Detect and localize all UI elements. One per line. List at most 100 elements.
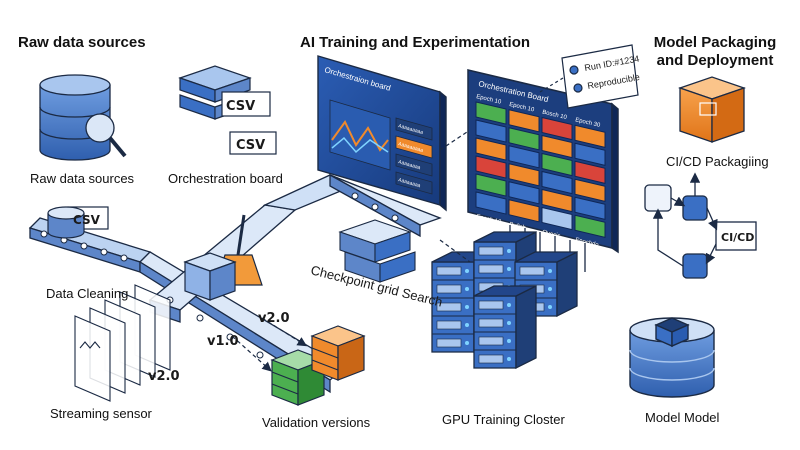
- board-cell: [541, 152, 573, 177]
- gpu-unit-slot: [436, 338, 462, 348]
- board-footer-label: Bv0ch: [509, 222, 527, 232]
- csv-tag-3: CSV: [73, 213, 101, 227]
- board-cell: [541, 206, 573, 231]
- caption-raw-sources: Raw data sources: [30, 171, 135, 186]
- heading-raw-data: Raw data sources: [18, 34, 146, 51]
- cicd-flow: [644, 172, 757, 279]
- board-cell: [541, 170, 573, 195]
- gpu-rack-side: [515, 284, 537, 370]
- gpu-status-led: [507, 303, 511, 307]
- gpu-unit-slot: [436, 302, 462, 312]
- gpu-cluster: [431, 230, 578, 370]
- board-cell: [475, 173, 507, 197]
- gpu-unit-slot: [478, 246, 504, 256]
- heading-training: AI Training and Experimentation: [300, 34, 531, 51]
- csv-tag-1: CSV: [226, 99, 255, 114]
- version-v2: v2.0: [258, 311, 290, 326]
- version-arrows: [231, 317, 308, 372]
- board-cell: [574, 196, 606, 220]
- gpu-unit-slot: [478, 318, 504, 328]
- gpu-status-led: [548, 269, 552, 273]
- caption-cicd: CI/CD Packagiing: [666, 154, 769, 169]
- gpu-status-led: [507, 321, 511, 325]
- gpu-status-led: [465, 323, 469, 327]
- gpu-rack-side: [556, 250, 578, 318]
- caption-validation: Validation versions: [262, 415, 371, 430]
- checkpoint-link: [439, 239, 471, 263]
- monitor-buttons: [395, 117, 433, 195]
- gpu-status-led: [465, 269, 469, 273]
- board-cell: [574, 124, 606, 148]
- caption-streaming: Streaming sensor: [50, 406, 152, 421]
- board-cell: [541, 188, 573, 213]
- monitor-to-board-link: [439, 129, 471, 151]
- caption-gpu: GPU Training Closter: [442, 412, 565, 427]
- caption-model: Model Model: [645, 410, 720, 425]
- gpu-status-led: [465, 287, 469, 291]
- board-cell: [574, 178, 606, 202]
- board-cell: [541, 116, 573, 141]
- board-col-header: Epoch 10: [509, 102, 536, 114]
- cleaning-box-icon: [183, 252, 237, 301]
- board-cell: [508, 109, 540, 133]
- board-col-header: Epoch 30: [575, 117, 602, 129]
- board-footer-label: Ovocis: [542, 230, 561, 240]
- gpu-unit-slot: [436, 320, 462, 330]
- version-v1: v1.0: [207, 334, 239, 349]
- gpu-unit-slot: [478, 300, 504, 310]
- board-cell: [475, 101, 507, 125]
- board-cell: [508, 199, 540, 223]
- board-footer-label: Epoch 10: [476, 214, 503, 226]
- board-cell: [508, 127, 540, 151]
- caption-cleaning: Data Cleaning: [46, 286, 129, 301]
- validation-stack-orange: [310, 325, 366, 381]
- board-col-header: Epoch 10: [476, 94, 503, 106]
- gpu-status-led: [507, 267, 511, 271]
- gpu-status-led: [548, 305, 552, 309]
- board-grid: Epoch 10 Epoch 10 Bosch 10 Epoch 30 Epoch 10…: [475, 94, 606, 249]
- board-cell: [508, 181, 540, 205]
- board-cell: [475, 137, 507, 161]
- board-cell: [475, 119, 507, 143]
- database-icon: [39, 74, 127, 161]
- board-col-header: Bosch 10: [542, 110, 568, 122]
- gpu-unit-slot: [519, 266, 545, 276]
- gpu-status-led: [465, 305, 469, 309]
- streaming-sheets: [74, 284, 171, 402]
- checkpoint-grid-icon: [338, 219, 416, 283]
- csv-file-2: [229, 131, 277, 155]
- run-id-note: [561, 44, 639, 109]
- board-cell: [508, 145, 540, 169]
- board-cell: [574, 142, 606, 166]
- gpu-unit-slot: [478, 264, 504, 274]
- gpu-status-led: [507, 357, 511, 361]
- gpu-status-led: [507, 339, 511, 343]
- gpu-status-led: [548, 287, 552, 291]
- board-cell: [475, 191, 507, 215]
- heading-packaging-1: Model Packaging: [653, 34, 777, 51]
- gpu-status-led: [465, 341, 469, 345]
- model-container-icon: [629, 317, 715, 398]
- board-footer-label: Enochdo: [575, 237, 600, 248]
- board-cell: [541, 134, 573, 159]
- gpu-unit-slot: [436, 266, 462, 276]
- gpu-unit-slot: [478, 336, 504, 346]
- data-drum-icon: [47, 206, 85, 239]
- heading-packaging-2: and Deployment: [656, 52, 774, 69]
- caption-orchestration: Orchestration board: [168, 171, 283, 186]
- version-v2b: v2.0: [148, 369, 180, 384]
- gpu-unit-slot: [478, 354, 504, 364]
- cicd-box-label: CI/CD: [721, 231, 754, 244]
- board-cell: [574, 160, 606, 184]
- run-note-link: [539, 77, 564, 93]
- board-cell: [574, 214, 606, 238]
- csv-tag-2: CSV: [236, 138, 265, 153]
- board-cell: [475, 155, 507, 179]
- csv-file-1: [221, 91, 271, 117]
- board-cell: [508, 163, 540, 187]
- gpu-unit-slot: [436, 284, 462, 294]
- package-cube-icon: [678, 76, 746, 143]
- gpu-status-led: [507, 249, 511, 253]
